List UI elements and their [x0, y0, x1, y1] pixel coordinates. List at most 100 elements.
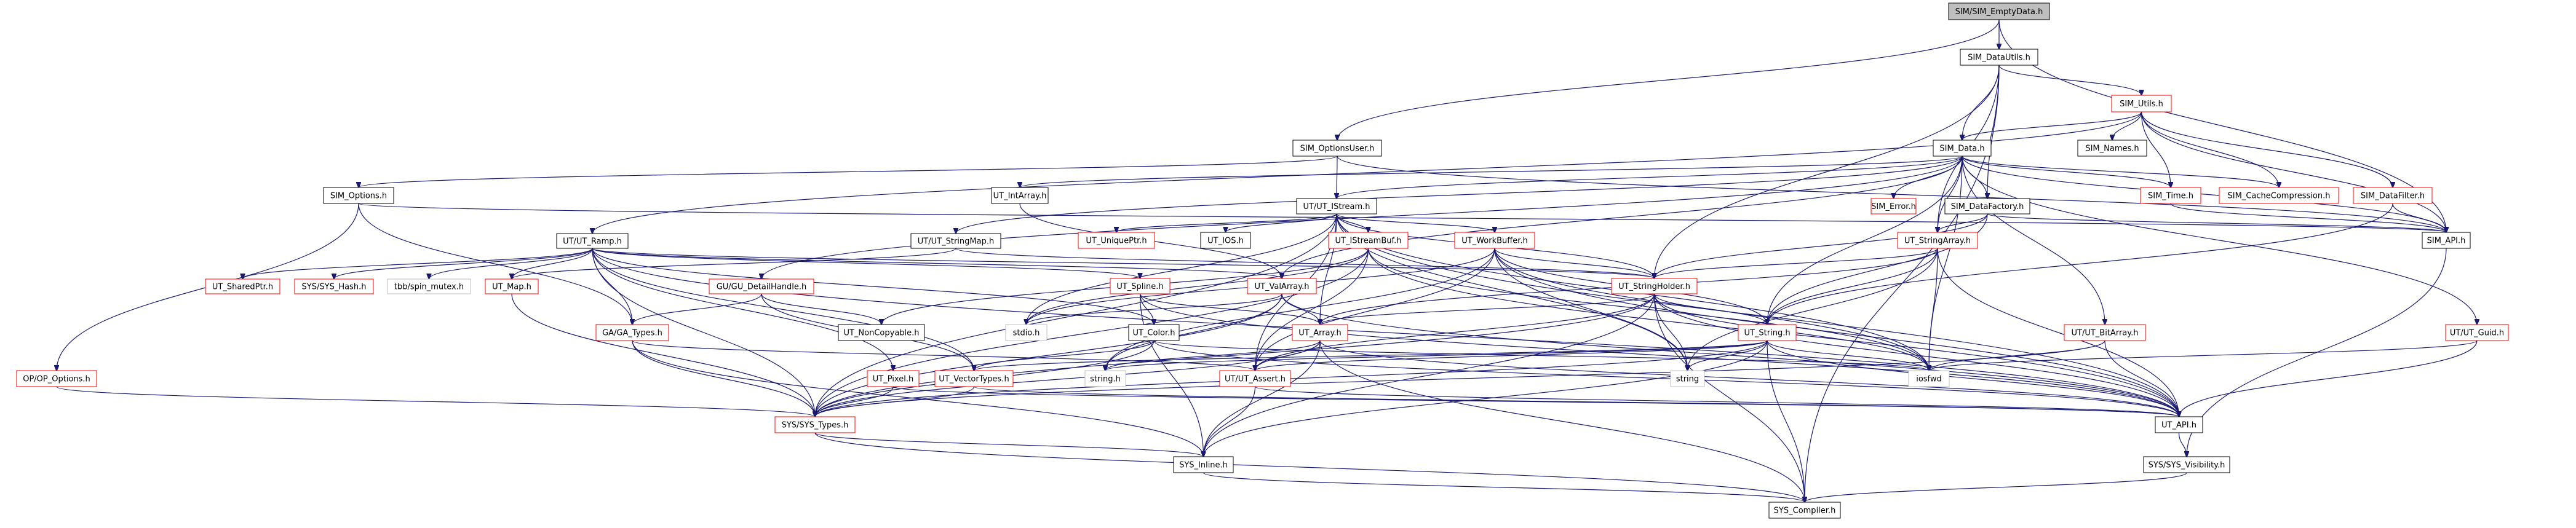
- edge-SIM_Data-to-UT_String: [1767, 156, 1963, 325]
- node-box: [867, 370, 920, 387]
- node-ut-api[interactable]: UT_API.h: [2155, 416, 2203, 433]
- node-label: UT/UT_IStream.h: [1303, 202, 1370, 211]
- node-ut-istream[interactable]: UT/UT_IStream.h: [1296, 198, 1377, 215]
- edge-SIM_DataUtils-to-UT_StringHolder: [1655, 65, 2000, 278]
- edge-UT_String-to-UT_API: [1767, 340, 2179, 417]
- node-box: [1247, 278, 1317, 294]
- node-sim-optionsuser[interactable]: SIM_OptionsUser.h: [1292, 140, 1382, 157]
- node-box: [2219, 187, 2339, 204]
- node-box: [1768, 502, 1841, 519]
- node-label: UT/UT_BitArray.h: [2072, 329, 2139, 338]
- node-sys-visibility[interactable]: SYS/SYS_Visibility.h: [2143, 456, 2230, 473]
- edge-SIM_DataFactory-to-SIM_API: [1987, 213, 2446, 232]
- node-sim-datafilter[interactable]: SIM_DataFilter.h: [2353, 187, 2433, 204]
- node-sim-api[interactable]: SIM_API.h: [2422, 232, 2471, 249]
- node-box: [934, 370, 1014, 387]
- node-sim-names[interactable]: SIM_Names.h: [2077, 140, 2147, 157]
- node-sys-hash[interactable]: SYS/SYS_Hash.h: [294, 278, 374, 294]
- node-label: SYS_Compiler.h: [1774, 506, 1836, 516]
- edge-SYS_Inline-to-SYS_Compiler: [1203, 472, 1805, 502]
- node-ut-array[interactable]: UT_Array.h: [1292, 324, 1348, 341]
- edge-UT_StringArray-to-string: [1688, 248, 1938, 371]
- node-ut-assert[interactable]: UT/UT_Assert.h: [1219, 370, 1291, 387]
- node-ut-workbuffer[interactable]: UT_WorkBuffer.h: [1454, 232, 1535, 249]
- node-label: SYS/SYS_Types.h: [782, 421, 849, 430]
- node-sim-datafactory[interactable]: SIM_DataFactory.h: [1944, 198, 2030, 215]
- node-ut-ramp[interactable]: UT/UT_Ramp.h: [556, 233, 629, 249]
- node-label: GA/GA_Types.h: [602, 329, 662, 338]
- node-ut-string[interactable]: UT_String.h: [1738, 324, 1797, 341]
- node-op-options[interactable]: OP/OP_Options.h: [16, 370, 97, 387]
- node-ut-ios[interactable]: UT_IOS.h: [1200, 232, 1251, 249]
- edge-UT_API-to-SYS_Visibility: [2178, 432, 2187, 457]
- node-ut-intarray[interactable]: UT_IntArray.h: [991, 187, 1049, 204]
- edge-UT_IStream-to-UT_Array: [1320, 213, 1337, 325]
- node-sim-cachecompression[interactable]: SIM_CacheCompression.h: [2219, 187, 2339, 204]
- node-gu-detailhandle[interactable]: GU/GU_DetailHandle.h: [709, 278, 814, 294]
- node-sys-inline[interactable]: SYS_Inline.h: [1173, 456, 1234, 473]
- node-ut-istreambuf[interactable]: UT_IStreamBuf.h: [1328, 232, 1409, 249]
- node-ut-map[interactable]: UT_Map.h: [485, 278, 539, 294]
- edge-UT_Ramp-to-UT_VectorTypes: [592, 248, 974, 371]
- node-label: UT_VectorTypes.h: [939, 375, 1009, 384]
- node-ut-valarray[interactable]: UT_ValArray.h: [1247, 278, 1317, 294]
- node-sim-data[interactable]: SIM_Data.h: [1933, 140, 1992, 157]
- node-label: SIM/SIM_EmptyData.h: [1955, 7, 2043, 17]
- node-ut-sharedptr[interactable]: UT_SharedPtr.h: [205, 278, 280, 294]
- node-ut-noncopyable[interactable]: UT_NonCopyable.h: [838, 324, 925, 341]
- node-box: [1933, 140, 1992, 157]
- node-label: UT_ValArray.h: [1255, 282, 1310, 291]
- node-label: SIM_OptionsUser.h: [1300, 144, 1375, 154]
- node-ut-vectortypes[interactable]: UT_VectorTypes.h: [934, 370, 1014, 387]
- edge-UT_Ramp-to-GA_Types: [592, 248, 632, 325]
- node-label: UT_NonCopyable.h: [843, 329, 919, 338]
- edge-UT_Spline-to-SYS_Inline: [1139, 293, 1204, 457]
- node-sim-datautils[interactable]: SIM_DataUtils.h: [1960, 49, 2038, 66]
- node-label: SIM_DataFactory.h: [1951, 202, 2024, 211]
- node-sim-error[interactable]: SIM_Error.h: [1870, 198, 1917, 215]
- node-box: [1897, 232, 1978, 249]
- node-ut-stringarray[interactable]: UT_StringArray.h: [1897, 232, 1978, 249]
- edge-SIM_Utils-to-SIM_DataFilter: [2141, 111, 2393, 187]
- node-label: SYS_Inline.h: [1179, 461, 1228, 470]
- node-sim-utils[interactable]: SIM_Utils.h: [2111, 95, 2172, 112]
- node-sys-types[interactable]: SYS/SYS_Types.h: [774, 416, 856, 433]
- edge-SIM_Data-to-SIM_CacheCompression: [1962, 156, 2279, 187]
- node-ut-uniqueptr[interactable]: UT_UniquePtr.h: [1078, 232, 1155, 249]
- edge-SYS_Types-to-SYS_Inline: [814, 432, 1204, 457]
- node-box: [485, 278, 539, 294]
- node-ut-color[interactable]: UT_Color.h: [1128, 324, 1180, 341]
- edge-UT_Ramp-to-UT_API: [592, 248, 2179, 417]
- edge-SIM_Data-to-UT_IntArray: [1020, 156, 1963, 187]
- edge-SIM_Utils-to-SIM_Time: [2141, 111, 2171, 187]
- edge-SIM_DataUtils-to-SIM_Utils: [1998, 65, 2142, 95]
- node-ut-stringholder[interactable]: UT_StringHolder.h: [1611, 278, 1698, 294]
- node-string-h: string.h: [1084, 370, 1126, 387]
- node-ut-bitarray[interactable]: UT/UT_BitArray.h: [2064, 324, 2146, 341]
- node-label: SIM_Names.h: [2085, 144, 2139, 154]
- node-box: [1328, 232, 1409, 249]
- edge-SIM_Utils-to-SIM_CacheCompression: [2141, 111, 2280, 187]
- edge-UT_WorkBuffer-to-string_h: [1105, 248, 1495, 371]
- edge-UT_Map-to-SYS_Types: [511, 293, 815, 417]
- node-ga-types[interactable]: GA/GA_Types.h: [595, 324, 669, 341]
- node-sim-time[interactable]: SIM_Time.h: [2140, 187, 2201, 204]
- edge-SIM_Data-to-UT_BitArray: [1962, 156, 2105, 325]
- node-ut-stringmap[interactable]: UT/UT_StringMap.h: [910, 233, 1001, 249]
- edge-UT_Ramp-to-tbb_spin_mutex: [429, 248, 593, 279]
- node-ut-spline[interactable]: UT_Spline.h: [1110, 278, 1171, 294]
- edge-UT_Color-to-iosfwd: [1153, 340, 1929, 371]
- edge-UT_StringArray-to-iosfwd: [1929, 248, 1938, 371]
- edge-SIM_Data-to-iosfwd: [1929, 156, 1963, 371]
- node-ut-guid[interactable]: UT/UT_Guid.h: [2445, 324, 2509, 341]
- edge-UT_String-to-iosfwd: [1767, 340, 1929, 371]
- node-label: UT_WorkBuffer.h: [1461, 237, 1528, 246]
- node-ut-pixel[interactable]: UT_Pixel.h: [867, 370, 920, 387]
- node-label: UT_Array.h: [1298, 329, 1342, 338]
- node-label: SIM_CacheCompression.h: [2228, 192, 2331, 201]
- node-sim-options[interactable]: SIM_Options.h: [323, 187, 394, 204]
- node-label: SIM_Time.h: [2148, 192, 2193, 201]
- edge-SIM_Options-to-SIM_API: [358, 203, 2446, 232]
- node-sys-compiler[interactable]: SYS_Compiler.h: [1768, 502, 1841, 519]
- edge-UT_StringArray-to-UT_API: [1937, 248, 2179, 417]
